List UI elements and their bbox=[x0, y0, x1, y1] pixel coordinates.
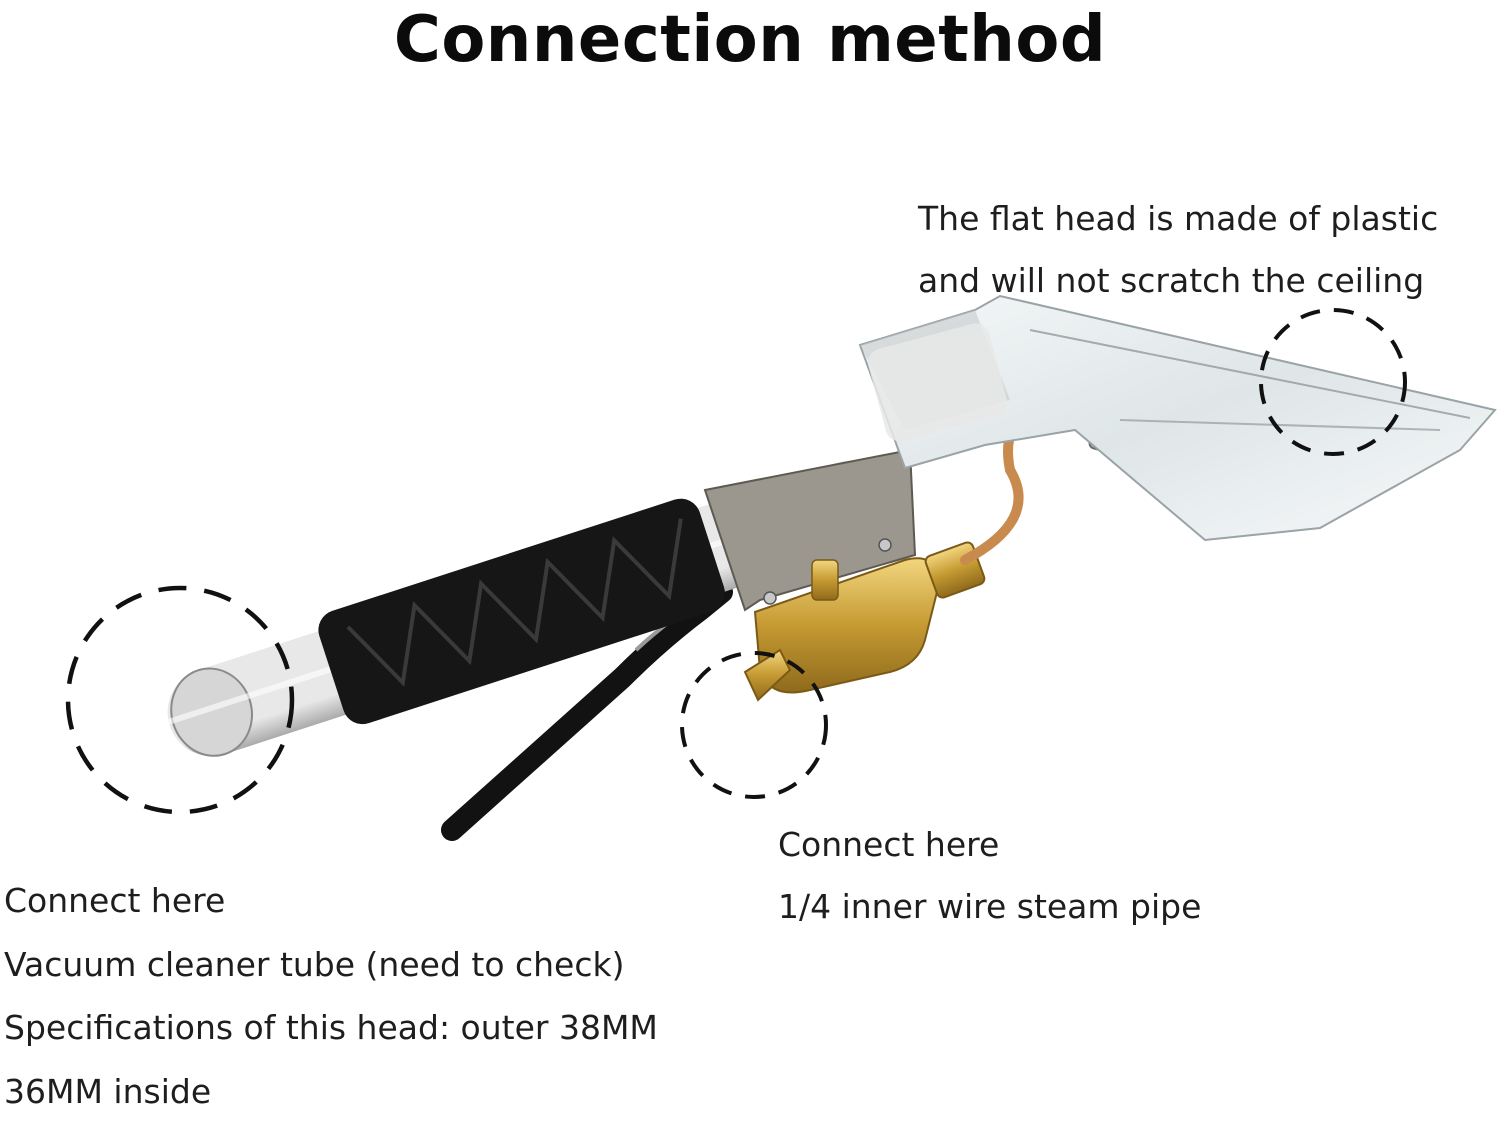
steam-pipe-note-line2: 1/4 inner wire steam pipe bbox=[778, 876, 1201, 938]
vacuum-tube-note-line2: Vacuum cleaner tube (need to check) bbox=[4, 933, 658, 997]
flat-head-note-line1: The flat head is made of plastic bbox=[918, 188, 1438, 250]
vacuum-tube-note: Connect here Vacuum cleaner tube (need t… bbox=[4, 869, 658, 1123]
vacuum-tube-note-line3: Specifications of this head: outer 38MM bbox=[4, 996, 658, 1060]
flat-head-note: The flat head is made of plastic and wil… bbox=[918, 188, 1438, 312]
vacuum-tube-note-line1: Connect here bbox=[4, 869, 658, 933]
flat-head-note-line2: and will not scratch the ceiling bbox=[918, 250, 1438, 312]
steam-pipe-note: Connect here 1/4 inner wire steam pipe bbox=[778, 814, 1201, 938]
vacuum-tube-note-line4: 36MM inside bbox=[4, 1060, 658, 1123]
rubber-grip bbox=[313, 493, 730, 729]
steam-pipe-note-line1: Connect here bbox=[778, 814, 1201, 876]
